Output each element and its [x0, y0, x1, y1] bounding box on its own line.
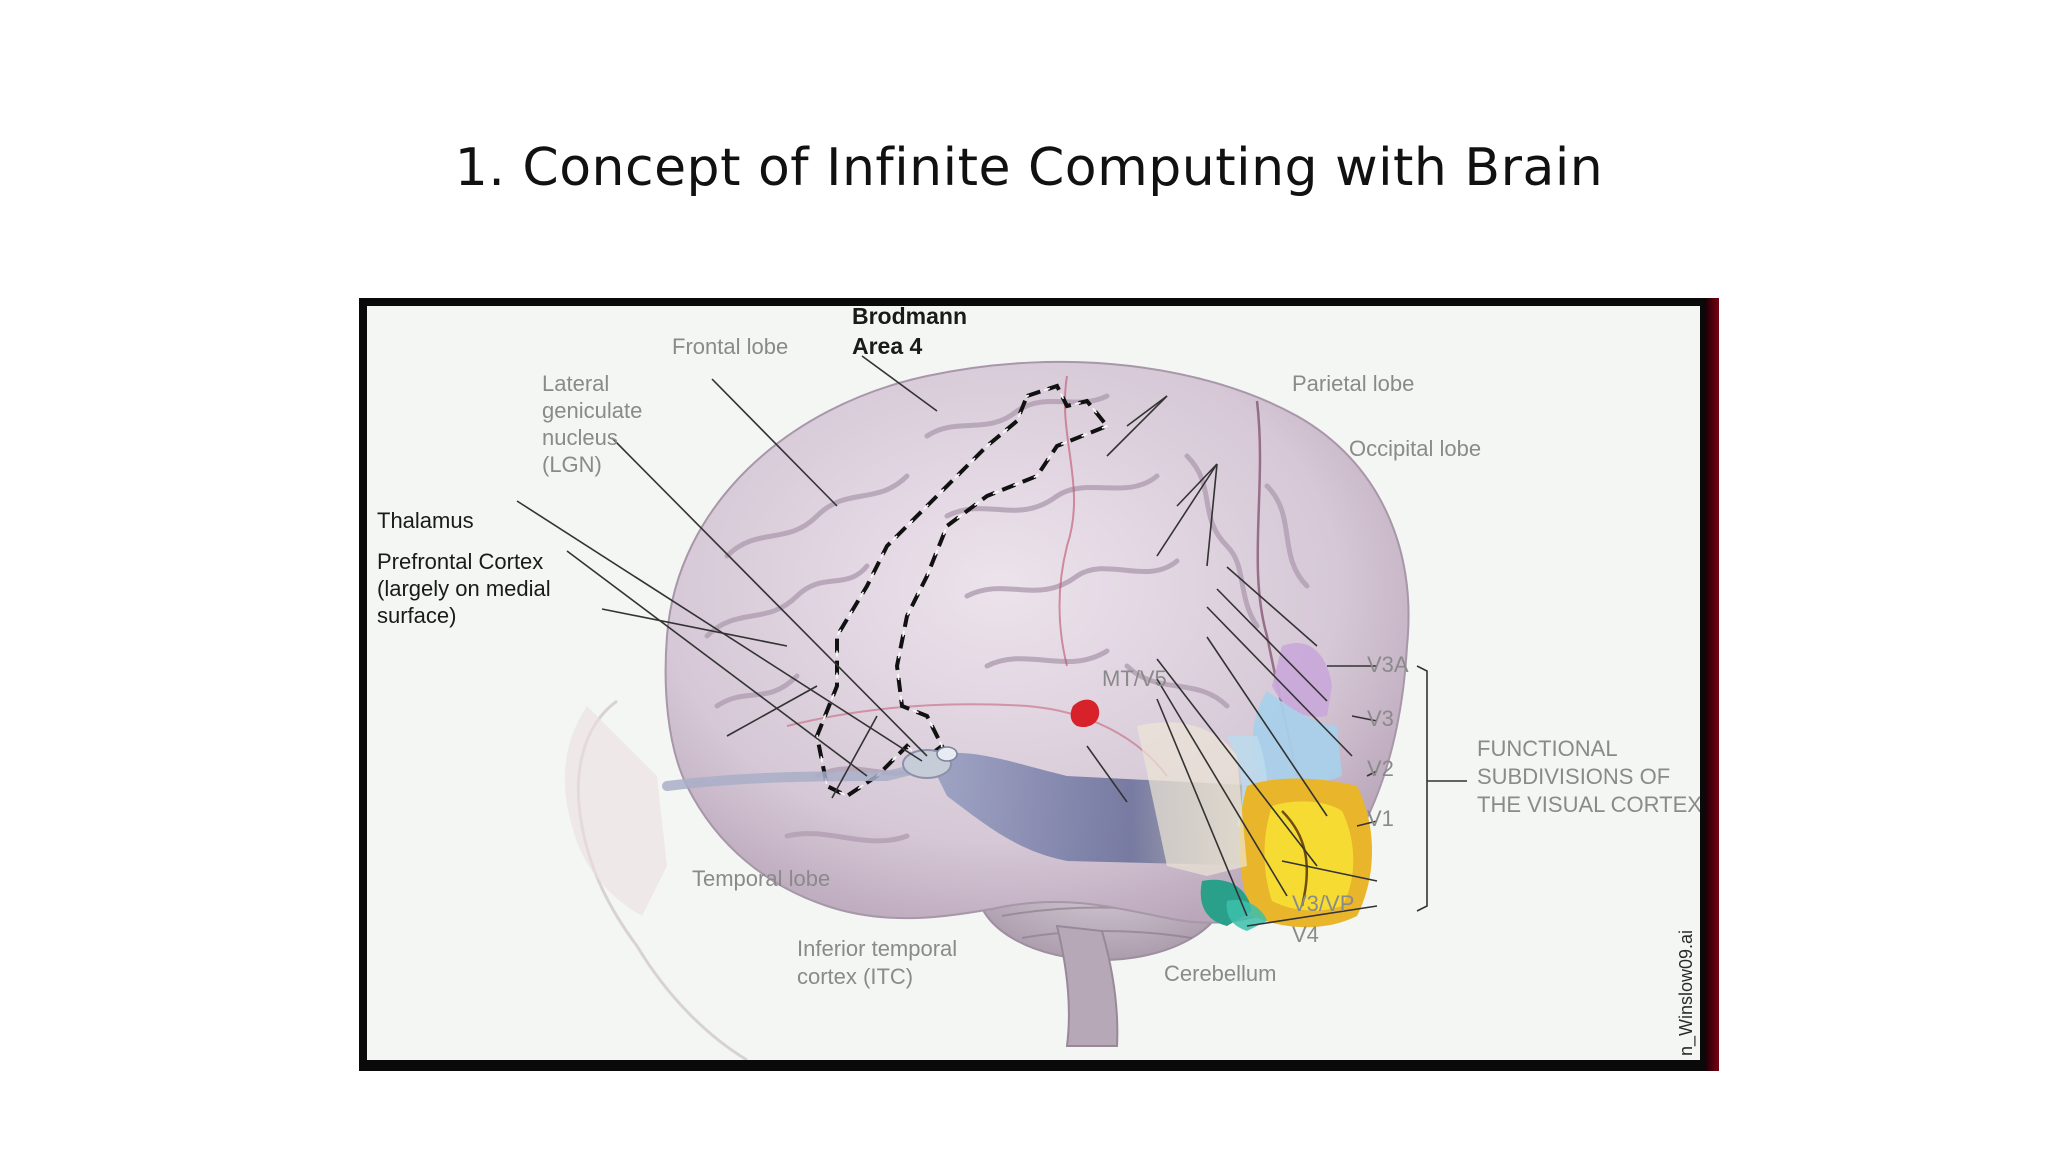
label-v2: V2	[1367, 756, 1394, 781]
label-lgn-4: (LGN)	[542, 452, 602, 477]
brainstem	[1055, 924, 1119, 1047]
label-functional-3: THE VISUAL CORTEX	[1477, 792, 1700, 817]
face-skin	[564, 706, 667, 916]
frame-red-edge	[1705, 298, 1719, 1071]
brain-figure: Brodmann Area 4 Frontal lobe Parietal lo…	[367, 306, 1700, 1060]
label-brodmann-1: Brodmann	[852, 306, 967, 329]
sylvian-fissure	[786, 703, 1168, 777]
area-v3	[1252, 691, 1342, 784]
label-v1: V1	[1367, 806, 1394, 831]
label-v3: V3	[1367, 706, 1394, 731]
label-cerebellum: Cerebellum	[1164, 961, 1277, 986]
brain-diagram: Brodmann Area 4 Frontal lobe Parietal lo…	[377, 306, 1700, 1060]
label-v3vp: V3/VP	[1292, 891, 1354, 916]
label-v4: V4	[1292, 922, 1319, 947]
area-extrastriate-beige	[1137, 722, 1247, 876]
label-pfc-1: Prefrontal Cortex	[377, 549, 543, 574]
label-functional-1: FUNCTIONAL	[1477, 736, 1618, 761]
central-sulcus	[1058, 375, 1075, 667]
brodmann-area4-outline-inner	[816, 385, 1109, 797]
label-occipital-lobe: Occipital lobe	[1349, 436, 1481, 461]
optic-tract	[662, 761, 932, 791]
label-lgn-3: nucleus	[542, 425, 618, 450]
area-mt-v5	[1070, 699, 1100, 728]
label-credit: n_Winslow09.ai	[1676, 930, 1697, 1056]
label-mt-v5: MT/V5	[1102, 666, 1167, 691]
label-brodmann-2: Area 4	[852, 333, 923, 359]
slide-title: 1. Concept of Infinite Computing with Br…	[454, 138, 1604, 198]
gyri	[704, 393, 1310, 844]
label-frontal-lobe: Frontal lobe	[672, 334, 788, 359]
leader-lines	[516, 355, 1353, 917]
label-pfc-2: (largely on medial	[377, 576, 551, 601]
label-v3a: V3A	[1367, 652, 1409, 677]
label-lgn-1: Lateral	[542, 371, 609, 396]
label-itc-2: cortex (ITC)	[797, 964, 913, 989]
figure-frame: Brodmann Area 4 Frontal lobe Parietal lo…	[359, 298, 1719, 1071]
label-lgn-2: geniculate	[542, 398, 642, 423]
label-temporal-lobe: Temporal lobe	[692, 866, 830, 891]
calcarine	[1281, 810, 1308, 907]
lgn-shape	[936, 746, 958, 762]
label-functional-2: SUBDIVISIONS OF	[1477, 764, 1670, 789]
label-itc-1: Inferior temporal	[797, 936, 957, 961]
label-pfc-3: surface)	[377, 603, 456, 628]
label-thalamus: Thalamus	[377, 508, 474, 533]
leader-lines-right	[1246, 665, 1467, 927]
label-parietal-lobe: Parietal lobe	[1292, 371, 1414, 396]
area-v3a	[1272, 642, 1332, 717]
